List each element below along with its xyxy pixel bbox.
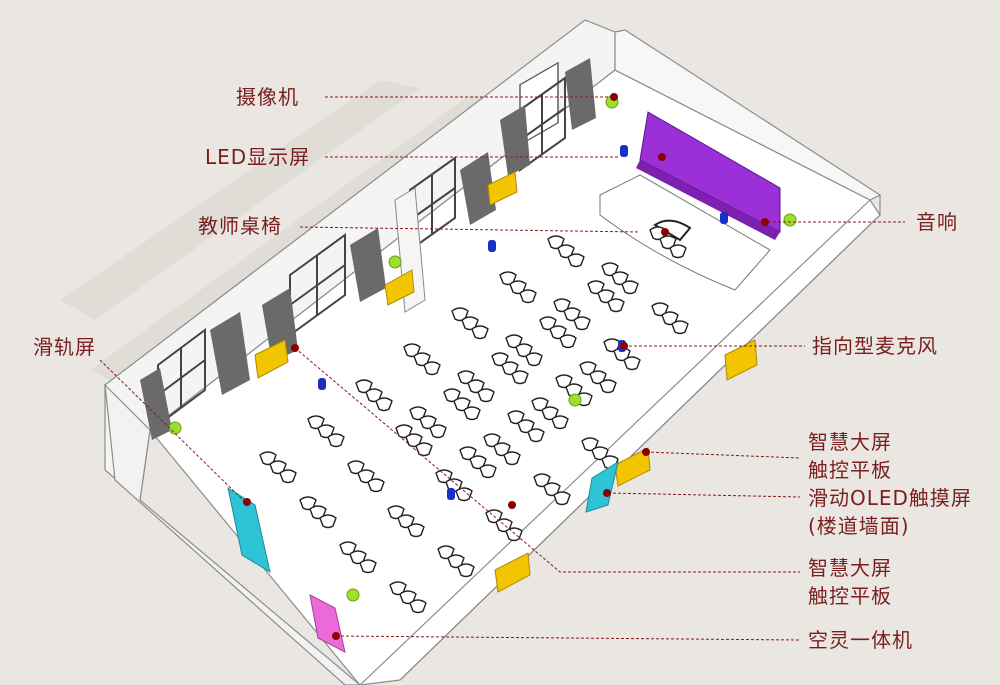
smart1-marker-dot (642, 448, 650, 456)
touch-panel-board (384, 269, 415, 306)
smart2b-marker-dot (508, 501, 516, 509)
student-chair (471, 325, 489, 340)
student-chair (479, 464, 497, 479)
label-directional-mic: 指向型麦克风 (812, 334, 938, 358)
back-wall (614, 29, 882, 201)
desk-marker-dot (661, 228, 669, 236)
oled-wall-screen (585, 460, 619, 513)
speaker-sphere-icon (568, 393, 582, 407)
student-chair (551, 415, 569, 430)
led-marker-dot (658, 153, 666, 161)
student-chair (519, 289, 537, 304)
student-chair (367, 478, 385, 493)
student-chair (327, 433, 345, 448)
student-chair (669, 244, 687, 259)
smart2-marker-dot (291, 344, 299, 352)
label-smart-screen-2-line1: 智慧大屏 (808, 556, 892, 580)
label-oled-line1: 滑动OLED触摸屏 (808, 486, 972, 510)
label-smart-screen-1-line2: 触控平板 (808, 458, 892, 482)
student-chair (671, 320, 689, 335)
leader-lines (99, 96, 905, 641)
student-chair (599, 379, 617, 394)
speaker-sphere-icon (783, 213, 797, 227)
leader-oled (607, 492, 801, 498)
microphone-cylinder-icon (488, 240, 496, 252)
speaker-sphere-icon (388, 255, 402, 269)
curtains (140, 58, 596, 440)
label-speaker: 音响 (916, 210, 958, 234)
label-camera: 摄像机 (236, 85, 299, 109)
microphone-cylinder-icon (620, 145, 628, 157)
label-teacher-desk: 教师桌椅 (198, 214, 282, 238)
student-chair (525, 352, 543, 367)
leader-teacher-desk (299, 226, 641, 233)
speaker-sphere-icon (346, 588, 360, 602)
student-chair (505, 527, 523, 542)
touch-panels (254, 171, 758, 593)
student-chair (623, 356, 641, 371)
teacher-podium (599, 174, 771, 291)
student-chair (573, 316, 591, 331)
student-chair (559, 334, 577, 349)
device-markers (243, 93, 769, 640)
allinone-marker-dot (332, 632, 340, 640)
label-led-screen: LED显示屏 (205, 145, 311, 169)
student-chair (511, 370, 529, 385)
touch-panel-board (614, 447, 651, 487)
student-chair (375, 397, 393, 412)
student-chair (429, 424, 447, 439)
student-seating (259, 226, 689, 614)
microphone-cylinder-icon (720, 212, 728, 224)
microphone-cylinder-icon (447, 488, 455, 500)
student-chair (621, 280, 639, 295)
led-display-edge (636, 160, 780, 240)
student-chair (407, 523, 425, 538)
student-chair (567, 253, 585, 268)
student-chair (409, 599, 427, 614)
leader-smart-2 (294, 347, 800, 573)
student-chair (607, 298, 625, 313)
label-smart-screen-1-line1: 智慧大屏 (808, 430, 892, 454)
student-chair (455, 487, 473, 502)
touch-panel-board (254, 339, 289, 379)
student-chair (477, 388, 495, 403)
leader-all-in-one (335, 635, 801, 641)
touch-panel-board (494, 552, 531, 593)
microphone-cylinder-icon (318, 378, 326, 390)
slide-marker-dot (243, 498, 251, 506)
label-slide-screen: 滑轨屏 (33, 335, 96, 359)
speaker-sphere-icon (168, 421, 182, 435)
touch-panel-board (724, 339, 758, 381)
speakers (168, 95, 797, 602)
student-chair (527, 428, 545, 443)
label-oled-line2: (楼道墙面) (808, 514, 910, 538)
student-chair (279, 469, 297, 484)
student-chair (457, 563, 475, 578)
label-air-all-in-one: 空灵一体机 (808, 628, 913, 652)
student-chair (463, 406, 481, 421)
leader-smart-1 (645, 451, 801, 459)
student-chair (415, 442, 433, 457)
speaker-marker-dot (761, 218, 769, 226)
student-chair (359, 559, 377, 574)
student-chair (319, 514, 337, 529)
label-smart-screen-2-line2: 触控平板 (808, 584, 892, 608)
student-chair (553, 491, 571, 506)
leader-slide-screen (99, 359, 246, 503)
touch-panel-board (487, 171, 518, 206)
camera-dot-icon (610, 93, 618, 101)
oled-marker-dot (603, 489, 611, 497)
student-chair (503, 451, 521, 466)
student-chair (423, 361, 441, 376)
mic-marker-dot (620, 342, 628, 350)
